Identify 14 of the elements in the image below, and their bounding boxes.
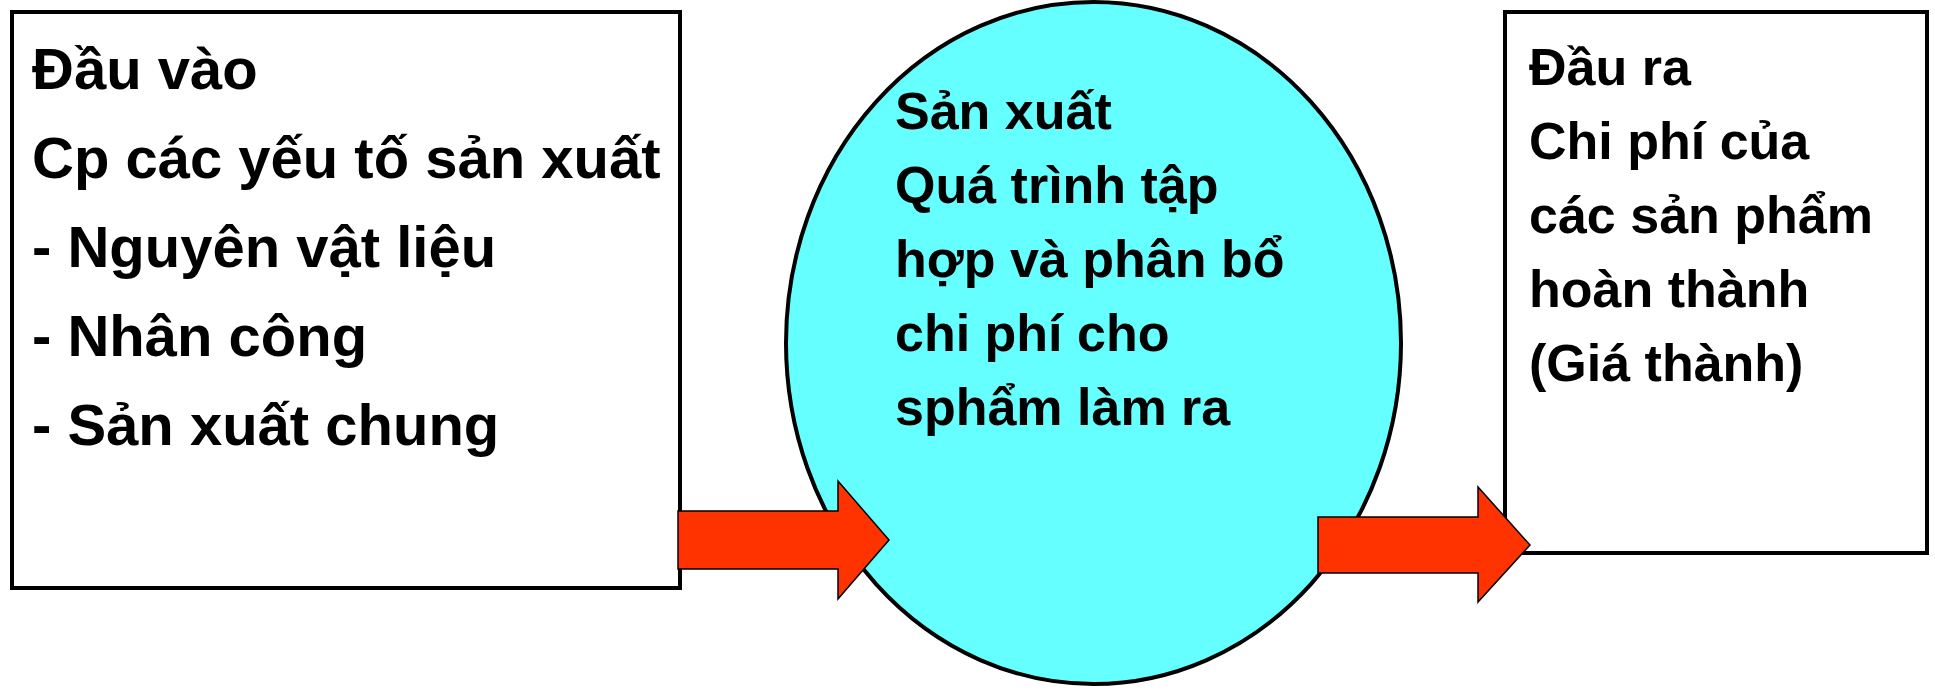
node-heading: Đầu ra — [1529, 37, 1693, 98]
block-arrow — [1317, 485, 1531, 604]
node-text: - Sản xuất chung — [32, 391, 501, 459]
node-heading: Đầu vào — [32, 35, 259, 103]
node-text: - Nguyên vật liệu — [32, 213, 498, 281]
block-arrow — [677, 479, 890, 601]
process-box — [10, 10, 682, 590]
process-box — [1503, 10, 1929, 555]
node-text: Quá trình tập hợp và phân bổ chi phí cho sphẩm làm ra — [895, 155, 1286, 438]
node-text: Chi phí của các sản phẩm hoàn thành (Giá thành) — [1529, 111, 1874, 394]
node-text: - Nhân công — [32, 302, 369, 370]
node-heading: Sản xuất — [895, 81, 1113, 142]
process-ellipse — [784, 0, 1403, 686]
node-text: Cp các yếu tố sản xuất — [32, 124, 662, 192]
